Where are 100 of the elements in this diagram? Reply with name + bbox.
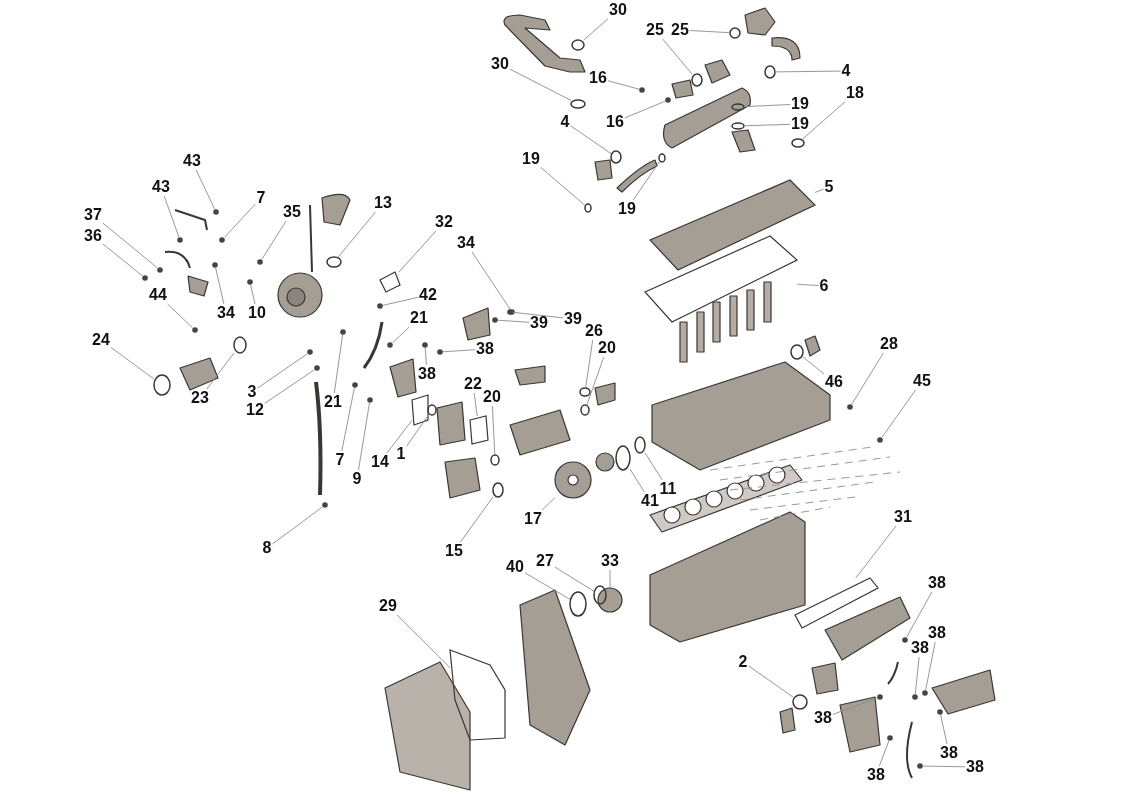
callout-number: 15 [444, 542, 464, 560]
leader-line [102, 243, 143, 277]
bolt-part [877, 694, 883, 700]
callout-number: 44 [148, 286, 168, 304]
leader-line [110, 346, 155, 380]
callout-number: 38 [866, 766, 886, 784]
leader-line [832, 697, 878, 715]
callout-number: 17 [523, 510, 543, 528]
callout-number: 38 [939, 744, 959, 762]
engine-part-drawing [554, 461, 592, 499]
leader-line [748, 665, 794, 698]
bolt-part [340, 329, 346, 335]
leader-line [471, 251, 511, 310]
leader-line [261, 220, 287, 260]
bolt-part [247, 279, 253, 285]
callout-number: 43 [151, 178, 171, 196]
leader-line [337, 211, 376, 258]
bolt-part [219, 237, 225, 243]
callout-number: 10 [247, 304, 267, 322]
leader-line [570, 125, 612, 155]
o-ring [658, 153, 666, 163]
o-ring [579, 387, 591, 397]
leader-line [195, 169, 216, 210]
callout-number: 16 [588, 69, 608, 87]
callout-number: 25 [670, 21, 690, 39]
callout-number: 38 [910, 639, 930, 657]
leader-line [554, 566, 595, 592]
gasket-drawing [644, 235, 799, 323]
leader-line [512, 311, 564, 319]
gasket-drawing [469, 415, 489, 445]
o-ring [731, 103, 745, 111]
leader-line [392, 326, 410, 343]
o-ring [792, 694, 808, 710]
callout-number: 11 [658, 480, 678, 498]
callout-number: 26 [584, 322, 604, 340]
callout-number: 38 [813, 709, 833, 727]
leader-line [102, 222, 158, 269]
callout-number: 19 [521, 150, 541, 168]
callout-number: 14 [370, 453, 390, 471]
leader-line [224, 203, 256, 238]
callout-number: 19 [790, 115, 810, 133]
o-ring [729, 27, 741, 39]
callout-number: 25 [645, 21, 665, 39]
callout-number: 18 [845, 84, 865, 102]
gasket-drawing [411, 394, 429, 426]
o-ring [691, 73, 703, 87]
callout-number: 29 [378, 597, 398, 615]
leader-line [855, 525, 897, 579]
callout-number: 27 [535, 552, 555, 570]
bolt-part [314, 365, 320, 371]
leader-line [629, 468, 645, 493]
bolt-part [639, 87, 645, 93]
o-ring [731, 122, 745, 130]
callout-number: 12 [245, 401, 265, 419]
callout-number: 31 [893, 508, 913, 526]
callout-number: 4 [840, 62, 852, 80]
leader-line [382, 296, 419, 306]
callout-number: 21 [323, 393, 343, 411]
callout-number: 38 [965, 758, 985, 776]
bolt-part [213, 209, 219, 215]
callout-number: 16 [605, 113, 625, 131]
callout-number: 22 [463, 375, 483, 393]
o-ring [764, 65, 776, 79]
leader-line [250, 284, 256, 305]
o-ring [790, 344, 804, 360]
callout-number: 30 [608, 1, 628, 19]
callout-number: 23 [190, 389, 210, 407]
bolt-part [307, 349, 313, 355]
callout-number: 39 [529, 314, 549, 332]
leader-line [333, 334, 344, 394]
leader-line [632, 161, 660, 201]
callout-number: 20 [597, 339, 617, 357]
callout-number: 19 [617, 200, 637, 218]
o-ring [615, 445, 631, 471]
bolt-part [492, 317, 498, 323]
callout-number: 41 [640, 492, 660, 510]
o-ring [490, 454, 500, 466]
leader-line [922, 765, 966, 768]
leader-line [167, 303, 193, 328]
o-ring [570, 99, 586, 109]
o-ring [634, 436, 646, 454]
callout-number: 6 [818, 277, 830, 295]
callout-number: 39 [563, 310, 583, 328]
callout-number: 3 [246, 383, 258, 401]
leader-line [925, 641, 936, 691]
callout-number: 4 [559, 113, 571, 131]
leader-line [743, 123, 791, 127]
leader-line [774, 70, 841, 73]
callout-number: 38 [927, 574, 947, 592]
leader-line [906, 591, 933, 638]
callout-number: 38 [417, 365, 437, 383]
gasket-drawing [449, 649, 506, 741]
bolt-part [212, 262, 218, 268]
bolt-part [367, 397, 373, 403]
leader-line [662, 38, 693, 75]
engine-part-drawing [648, 179, 817, 271]
callout-number: 37 [83, 206, 103, 224]
leader-line [163, 195, 180, 238]
leader-line [881, 389, 917, 438]
leader-line [460, 496, 494, 543]
